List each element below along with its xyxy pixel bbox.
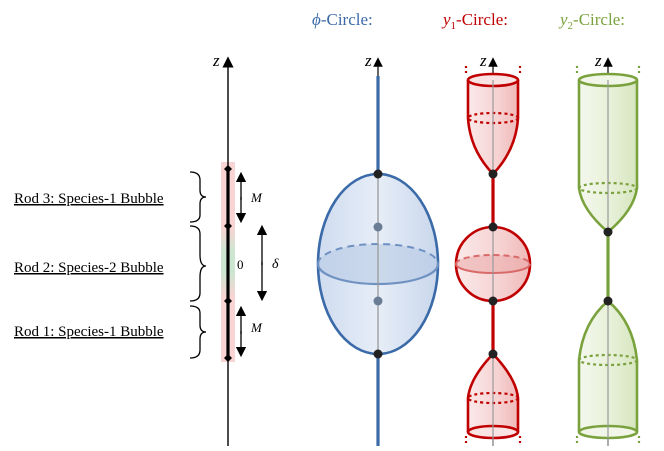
y1-header-suffix: -Circle: (456, 10, 508, 29)
phi-node-upper (373, 222, 383, 232)
y2-header: y2-Circle: (558, 10, 625, 32)
y1-header-sub: 1 (451, 20, 457, 32)
y1-node-bottom (488, 349, 498, 359)
rod3-brace (189, 171, 207, 223)
zero-label: 0 (237, 257, 244, 272)
phi-header: ϕ-Circle: (312, 10, 373, 29)
m-bottom-label: M (250, 320, 263, 335)
y2-circle-panel: y2-Circle: z (558, 10, 641, 446)
y2-header-symbol: y (558, 10, 568, 29)
y1-header: y1-Circle: (441, 10, 508, 32)
rod-axis-label: z (212, 51, 220, 70)
rod3-label: Rod 3: Species-1 Bubble (14, 191, 164, 207)
rod2-brace (189, 225, 207, 302)
phi-circle-panel: ϕ-Circle: z (312, 10, 440, 446)
y2-header-sub: 2 (568, 20, 574, 32)
rod-node-3 (224, 297, 232, 305)
phi-header-suffix: -Circle: (321, 10, 373, 29)
m-top-label: M (250, 190, 263, 205)
rod-axis-panel: z Rod 3: Species-1 Bubble Rod 2: Species… (14, 51, 279, 446)
y1-axis-label: z (479, 51, 487, 70)
rod1-label: Rod 1: Species-1 Bubble (14, 324, 164, 340)
phi-header-symbol: ϕ (312, 10, 321, 29)
y2-axis-label: z (594, 51, 602, 70)
delta-label: δ (272, 257, 279, 272)
phi-node-top (373, 169, 383, 179)
y1-circle-panel: y1-Circle: z (441, 10, 532, 446)
phi-node-lower (373, 296, 383, 306)
y2-header-suffix: -Circle: (573, 10, 625, 29)
rod1-brace (189, 305, 207, 359)
y2-node-top (603, 227, 613, 237)
y1-node-top (488, 169, 498, 179)
y1-node-upper (488, 222, 498, 232)
y1-header-symbol: y (441, 10, 451, 29)
rod-node-1 (224, 165, 232, 173)
y1-node-lower (488, 296, 498, 306)
phi-axis-label: z (364, 51, 372, 70)
y2-node-bottom (603, 296, 613, 306)
rod-node-4 (224, 354, 232, 362)
rod-node-2 (224, 222, 232, 230)
phi-node-bottom (373, 349, 383, 359)
rod2-label: Rod 2: Species-2 Bubble (14, 260, 164, 276)
